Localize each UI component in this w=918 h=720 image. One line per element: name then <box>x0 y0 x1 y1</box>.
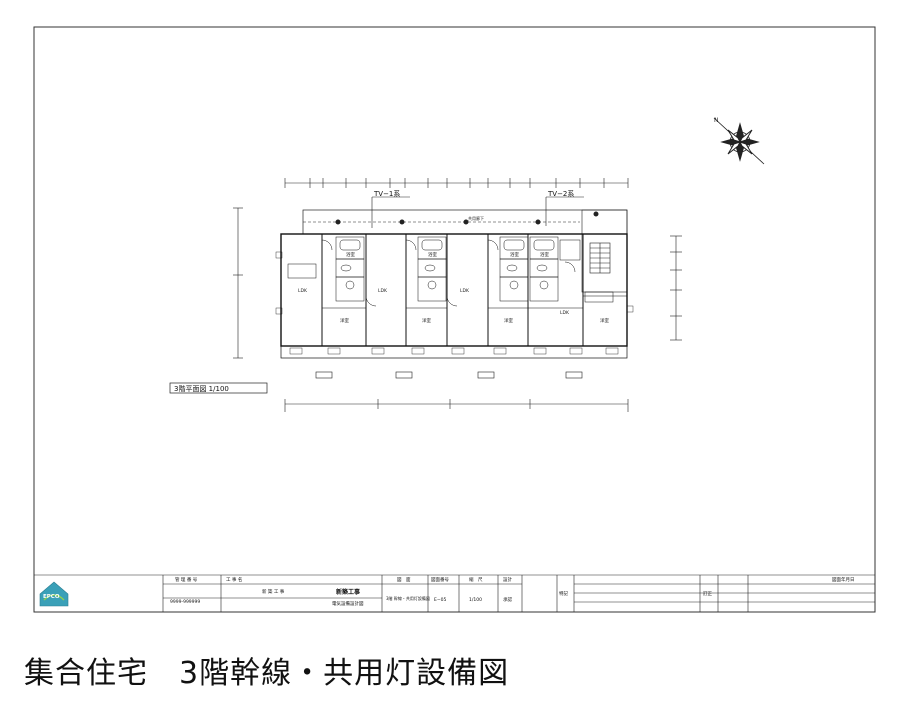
title-block <box>34 574 875 612</box>
room-label-ldk: LDK <box>460 288 470 294</box>
room-label-bath: 浴室 <box>510 251 519 258</box>
tb-design-value: 承認 <box>503 596 512 603</box>
room-label-bed: 洋室 <box>600 317 609 324</box>
common-corridor: 共用廊下 <box>302 209 628 235</box>
room-label-bed: 洋室 <box>422 317 431 324</box>
scale-label: 3階平面図 1/100 <box>174 384 229 393</box>
room-label-bed: 洋室 <box>504 317 513 324</box>
tv1-label: TV−1系 <box>373 189 400 198</box>
room-label-bath: 浴室 <box>540 251 549 258</box>
right-dimension-line <box>670 235 682 341</box>
tb-title-header: 図 面 <box>397 577 411 583</box>
title-block-text: 管 理 番 号 9999-999999 工 事 名 新 築 工 事 新築工事 電… <box>170 576 855 607</box>
svg-text:共用廊下: 共用廊下 <box>468 215 484 221</box>
tb-design-header: 設計 <box>503 576 512 583</box>
left-dimension-line <box>233 207 243 359</box>
room-labels: LDK LDK LDK LDK 洋室 洋室 洋室 洋室 浴室 浴室 浴室 浴室 <box>298 251 609 324</box>
tb-date-header: 図面年月日 <box>832 576 855 583</box>
tb-rev-header: 訂正 <box>703 590 712 597</box>
tb-drawno-header: 図面番号 <box>431 576 449 583</box>
tv2-label: TV−2系 <box>547 189 574 198</box>
page-caption: 集合住宅 3階幹線・共用灯設備図 <box>24 656 510 691</box>
room-label-bath: 浴室 <box>346 251 355 258</box>
tb-project-note: 電気設備設計図 <box>332 600 364 607</box>
stair-core <box>581 209 628 293</box>
bottom-dimension-line <box>284 399 629 412</box>
room-label-bed: 洋室 <box>340 317 349 324</box>
room-label-ldk: LDK <box>378 288 388 294</box>
room-label-ldk: LDK <box>560 310 570 316</box>
tb-number-header: 管 理 番 号 <box>175 576 198 583</box>
company-logo: EPCO <box>39 581 69 607</box>
logo-text: EPCO <box>43 594 60 600</box>
room-label-ldk: LDK <box>298 288 308 294</box>
tb-drawno-value: E−05 <box>434 597 446 603</box>
drawing-border <box>33 26 876 613</box>
tb-scale-value: 1/100 <box>469 597 482 603</box>
north-arrow-icon: N <box>713 117 765 165</box>
tb-note-header: 特記 <box>559 590 568 597</box>
scale-label-box <box>169 382 268 394</box>
tv-feed-lines <box>371 196 584 228</box>
tb-project-sub: 新 築 工 事 <box>262 588 285 595</box>
tb-title-value: 3階 幹線・共用灯設備図 <box>386 595 430 601</box>
floor-plan <box>275 233 634 359</box>
tb-project-header: 工 事 名 <box>226 576 242 583</box>
top-dimension-line <box>284 178 629 188</box>
tb-number-value: 9999-999999 <box>170 599 200 605</box>
room-label-bath: 浴室 <box>428 251 437 258</box>
svg-text:N: N <box>714 117 719 124</box>
tb-project-main: 新築工事 <box>336 588 360 596</box>
tb-scale-header: 縮 尺 <box>469 576 483 583</box>
balcony-tags <box>315 371 583 379</box>
